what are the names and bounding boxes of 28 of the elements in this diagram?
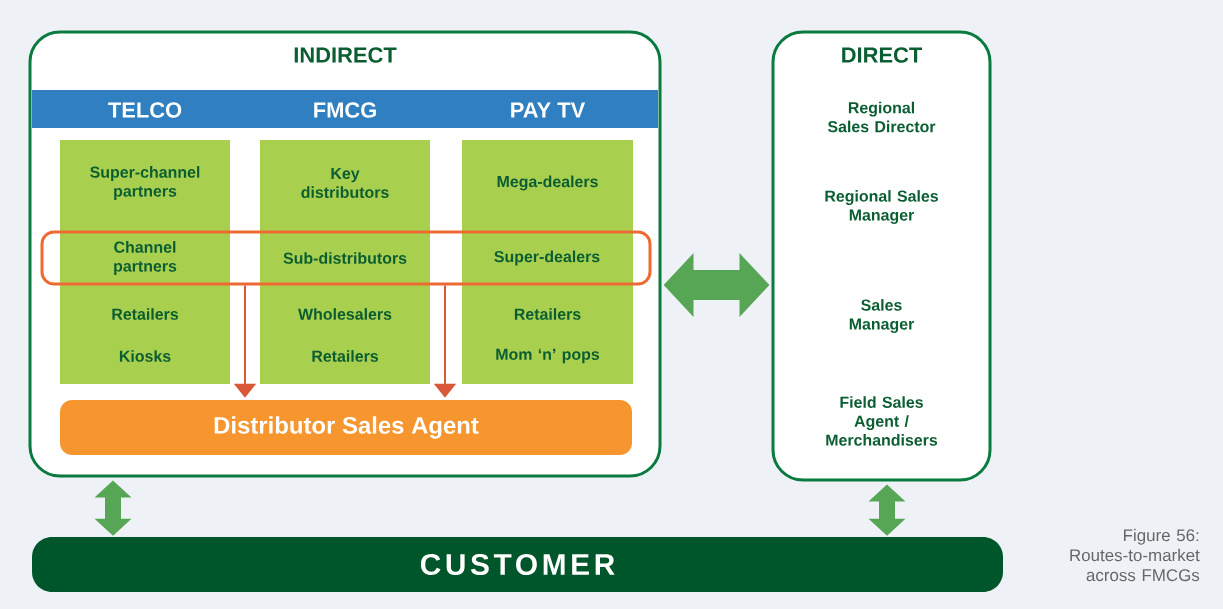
panel-heading: DIRECT [842, 47, 923, 63]
column-heading: FMCG [314, 102, 376, 118]
channel-column [260, 102, 430, 384]
channel-panel [771, 30, 992, 482]
customer-bar: CUSTOMER [32, 537, 1003, 592]
column-heading: TELCO [108, 102, 182, 118]
channel-item: Channel partners [114, 241, 177, 275]
channel-item: Mega-dealers [497, 175, 598, 191]
channel-column [462, 102, 633, 384]
channel-item: Kiosks [119, 350, 171, 362]
channel-item: Retailers [514, 308, 581, 320]
caption: Figure 56: Routes-to-market across FMCGs [1070, 528, 1200, 582]
channel-item: Super-channel partners [90, 166, 200, 200]
role-item: Regional Sales Manager [825, 190, 938, 224]
channel-column [60, 102, 230, 384]
role-item: Sales Manager [849, 299, 915, 333]
role-item: Field Sales Agent / Merchandisers [826, 396, 938, 446]
agent-bar: Distributor Sales Agent [60, 400, 632, 455]
highlight-box [40, 230, 652, 286]
channel-item: Mom ‘n’ pops [496, 348, 600, 364]
column-heading: PAY TV [511, 102, 586, 118]
role-item: Regional Sales Director [827, 101, 936, 133]
channel-item: Super-dealers [494, 250, 600, 266]
channel-item: Sub-distributors [283, 252, 407, 264]
channel-item: Wholesalers [298, 308, 392, 320]
channel-item: Retailers [112, 308, 178, 320]
channel-item: Key distributors [301, 167, 389, 198]
channel-item: Retailers [312, 350, 378, 362]
